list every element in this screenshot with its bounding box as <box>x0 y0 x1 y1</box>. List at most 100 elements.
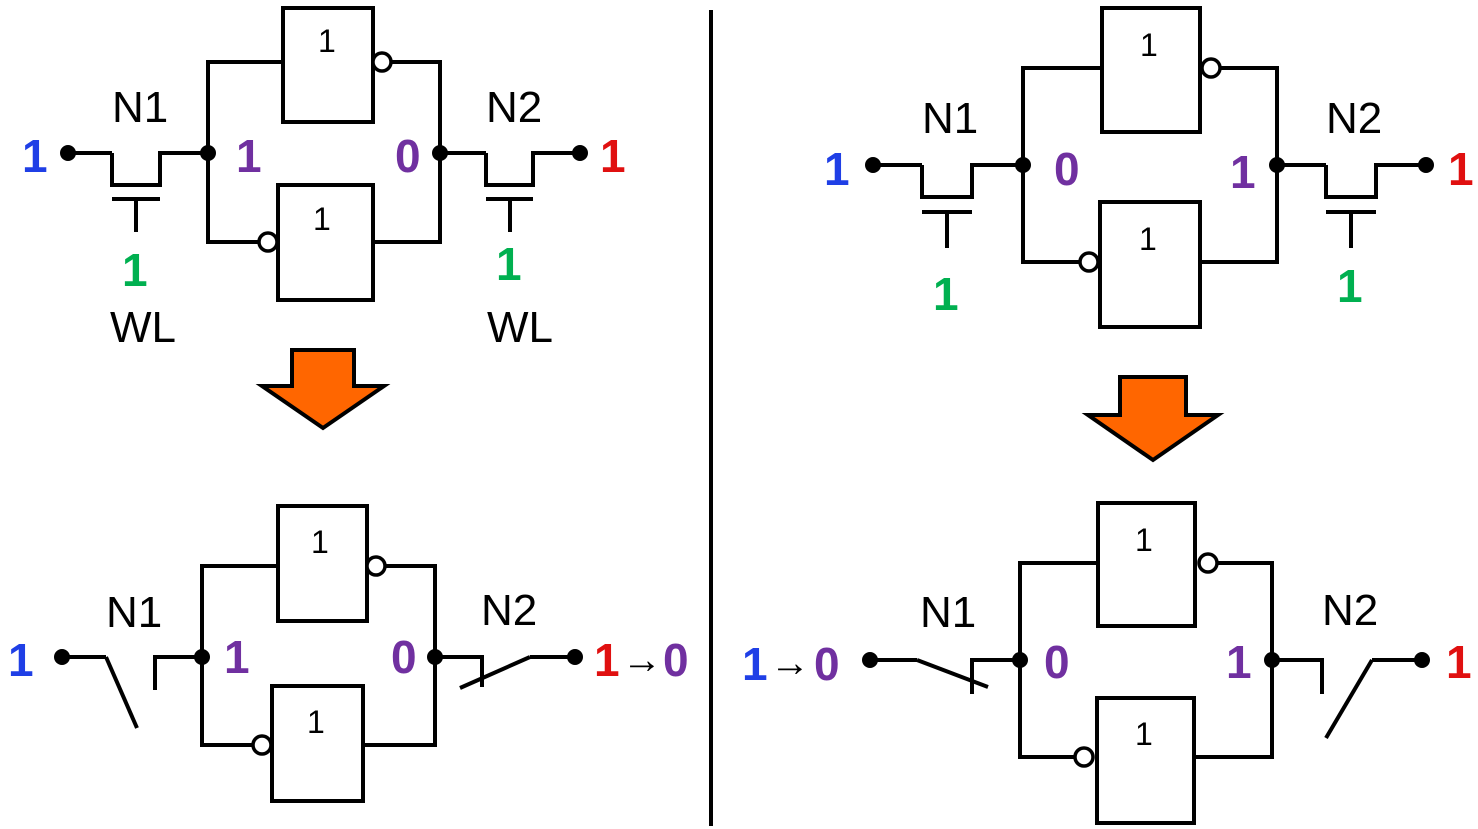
upper-output-wire <box>1218 561 1274 660</box>
node-left-junction <box>1015 157 1031 173</box>
inverter-upper-bubble <box>365 555 387 577</box>
node-right-junction <box>432 145 448 161</box>
inverter-upper <box>1096 501 1197 628</box>
inverter-upper-label: 1 <box>311 524 329 560</box>
inverter-lower <box>1098 200 1202 329</box>
bitline-left-terminal <box>54 649 70 665</box>
panel-top-right: 1 1 N1 N2 1 0 1 1 1 1 <box>824 6 1474 329</box>
lower-loop-wire <box>200 657 253 747</box>
wordline-left-value: 1 <box>122 244 148 296</box>
bitline-right-terminal <box>1414 652 1430 668</box>
n1-label: N1 <box>922 94 978 143</box>
n1-switch-blade <box>104 656 139 729</box>
n1-label: N1 <box>112 83 168 132</box>
bitline-right-terminal <box>572 145 588 161</box>
inverter-upper-label: 1 <box>318 23 336 59</box>
wordline-right-value: 1 <box>496 238 522 290</box>
node-left-value: 0 <box>1054 143 1080 195</box>
upper-loop-wire <box>206 60 283 153</box>
n2-channel <box>1324 163 1426 199</box>
transition-arrow: → <box>622 638 662 682</box>
bitline-left-value: 1 <box>22 130 48 182</box>
n1-switch-contact <box>153 655 202 690</box>
node-right-value: 0 <box>395 130 421 182</box>
inverter-lower <box>270 684 365 803</box>
transition-arrow: → <box>770 641 810 685</box>
upper-loop-wire <box>200 564 278 657</box>
node-left-junction <box>1012 652 1028 668</box>
n2-channel <box>484 151 580 187</box>
inverter-lower-label: 1 <box>313 201 331 237</box>
node-left-value: 1 <box>224 631 250 683</box>
upper-output-wire <box>1221 66 1279 165</box>
inverter-lower-label: 1 <box>1139 221 1157 257</box>
bitline-left-value: 1 <box>8 634 34 686</box>
inverter-lower-label: 1 <box>1135 716 1153 752</box>
upper-loop-wire <box>1021 66 1102 165</box>
inverter-upper-bubble <box>371 51 393 73</box>
lower-loop-wire <box>206 153 259 244</box>
wordline-left-label: WL <box>110 303 176 352</box>
lower-output-wire <box>1200 165 1279 264</box>
n2-label: N2 <box>481 586 537 635</box>
bitline-right-terminal <box>1418 157 1434 173</box>
inverter-upper-label: 1 <box>1140 27 1158 63</box>
bitline-left-terminal <box>865 157 881 173</box>
lower-output-wire <box>373 153 442 244</box>
inverter-upper-bubble <box>1200 57 1222 79</box>
n2-label: N2 <box>1326 94 1382 143</box>
n1-label: N1 <box>920 588 976 637</box>
n1-channel <box>110 151 208 187</box>
bitline-right-to-value: 0 <box>663 634 689 686</box>
inverter-upper <box>1100 6 1202 134</box>
node-right-value: 1 <box>1226 636 1252 688</box>
inverter-lower-bubble <box>257 231 279 253</box>
upper-output-wire <box>392 60 442 153</box>
node-left-value: 1 <box>236 130 262 182</box>
n2-switch-contact <box>1272 658 1324 694</box>
n1-switch-contact <box>970 658 1020 694</box>
panel-bottom-right: 1 1 N1 N2 1 → 0 0 1 1 <box>742 501 1472 825</box>
node-left-junction <box>200 145 216 161</box>
node-right-junction <box>1264 652 1280 668</box>
panel-top-left: 1 1 N1 N2 1 1 0 1 1 1 WL WL <box>22 6 626 352</box>
node-right-junction <box>1269 157 1285 173</box>
node-left-value: 0 <box>1044 636 1070 688</box>
lower-loop-wire <box>1021 165 1080 264</box>
n1-channel <box>920 163 1023 199</box>
bitline-right-value: 1 <box>600 130 626 182</box>
node-right-value: 1 <box>1230 146 1256 198</box>
down-arrow-left <box>255 348 391 431</box>
down-arrow-right <box>1081 375 1225 463</box>
bitline-left-from-value: 1 <box>742 638 768 690</box>
inverter-upper-label: 1 <box>1135 522 1153 558</box>
bitline-left-terminal <box>60 145 76 161</box>
lower-output-wire <box>363 657 437 747</box>
bitline-right-value: 1 <box>1446 636 1472 688</box>
n1-label: N1 <box>106 588 162 637</box>
bitline-left-value: 1 <box>824 143 850 195</box>
inverter-lower-label: 1 <box>307 704 325 740</box>
n2-switch-blade <box>1324 658 1374 740</box>
bitline-left-to-value: 0 <box>814 638 840 690</box>
wordline-left-value: 1 <box>933 268 959 320</box>
node-right-value: 0 <box>391 631 417 683</box>
panel-bottom-left: 1 1 N1 N2 1 1 0 1 → 0 <box>8 504 689 803</box>
n1-switch-blade <box>916 658 989 689</box>
inverter-lower-bubble <box>251 734 273 756</box>
wordline-right-label: WL <box>487 303 553 352</box>
inverter-lower-bubble <box>1078 251 1100 273</box>
lower-output-wire <box>1194 660 1274 759</box>
upper-loop-wire <box>1018 561 1098 660</box>
wordline-right-value: 1 <box>1337 260 1363 312</box>
inverter-upper-bubble <box>1197 552 1219 574</box>
node-left-junction <box>194 649 210 665</box>
bitline-right-terminal <box>567 649 583 665</box>
lower-loop-wire <box>1018 660 1075 759</box>
bitline-right-from-value: 1 <box>594 634 620 686</box>
upper-output-wire <box>386 564 437 657</box>
bitline-right-value: 1 <box>1448 143 1474 195</box>
node-right-junction <box>427 649 443 665</box>
bitline-left-terminal <box>862 652 878 668</box>
